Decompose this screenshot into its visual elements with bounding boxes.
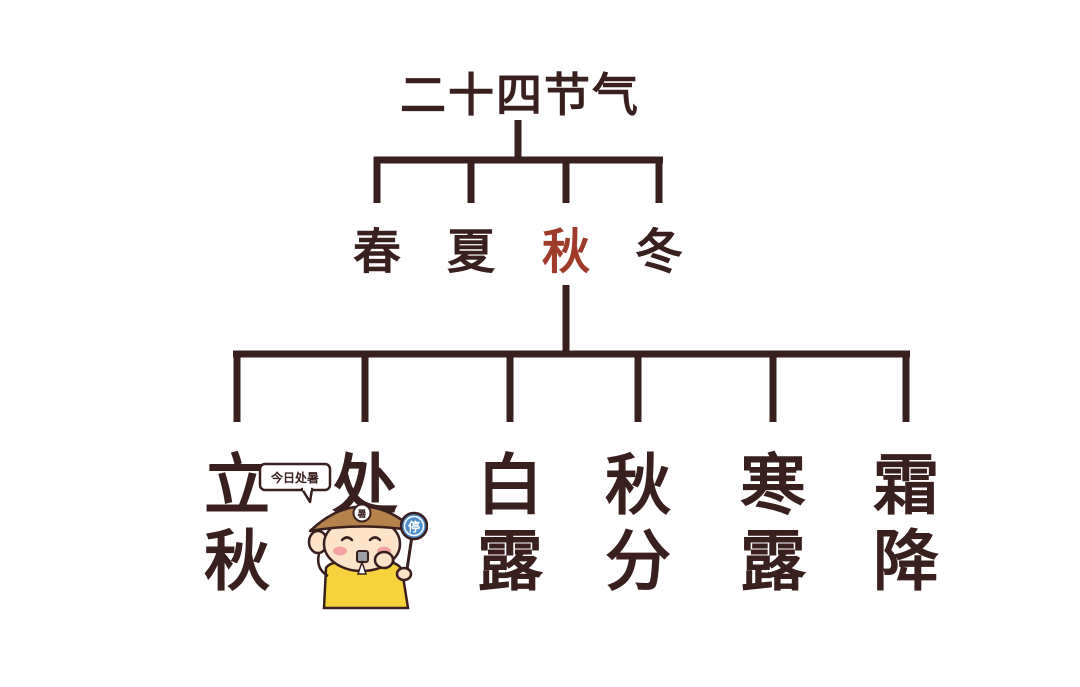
term-qiufen: 秋分: [605, 447, 671, 600]
sign-text: 停: [408, 519, 420, 534]
bubble-text: 今日处暑: [270, 470, 319, 485]
term-bailu: 白露: [477, 447, 543, 600]
season-summer: 夏: [446, 224, 495, 280]
mascot-illustration: 今日处暑 暑 停: [258, 462, 428, 610]
season-spring: 春: [352, 224, 401, 280]
hat-badge: 暑: [356, 509, 366, 520]
root-title: 二十四节气: [400, 68, 640, 122]
speech-bubble: 今日处暑: [258, 462, 332, 504]
term-shuangjiang: 霜降: [873, 447, 939, 600]
season-autumn: 秋: [541, 224, 590, 280]
season-winter: 冬: [634, 224, 683, 280]
term-hanlu: 寒露: [740, 447, 806, 600]
